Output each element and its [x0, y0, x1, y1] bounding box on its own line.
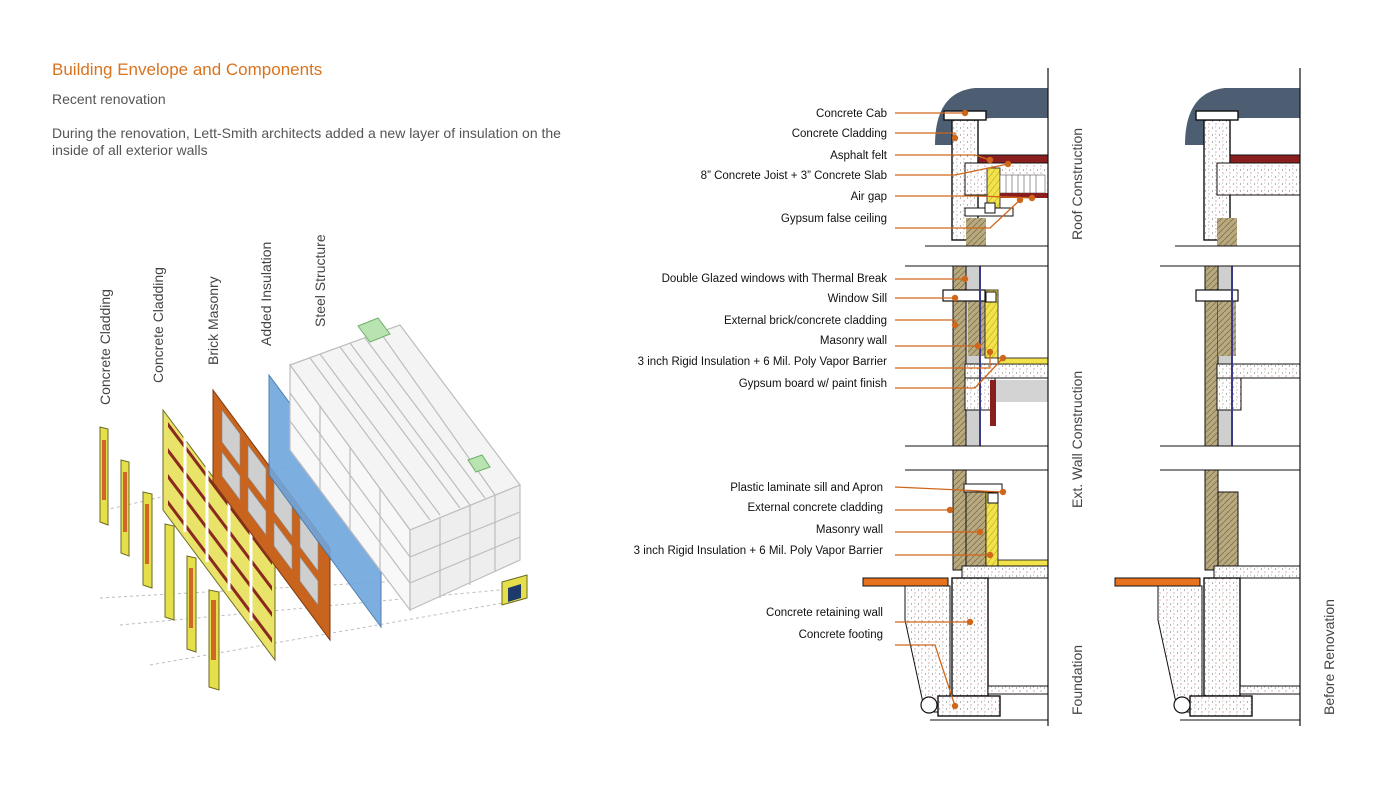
section-after-renovation	[862, 68, 1049, 726]
layer-brick-masonry	[212, 388, 331, 642]
label-air-gap: Air gap	[851, 191, 887, 203]
layer-concrete-cladding-columns	[99, 426, 220, 691]
heading-before-renovation: Before Renovation	[1321, 599, 1337, 715]
page-subtitle: Recent renovation	[52, 91, 166, 107]
lower-wall-section-before	[1114, 469, 1301, 587]
callout-labels: Concrete Cab Concrete Cladding Asphalt f…	[634, 108, 888, 641]
layer-concrete-cladding-panels	[162, 408, 276, 662]
heading-foundation: Foundation	[1069, 645, 1085, 715]
label-plastic-laminate-sill: Plastic laminate sill and Apron	[730, 482, 883, 494]
layer-label-brick-masonry: Brick Masonry	[205, 276, 221, 365]
layer-label-concrete-cladding-1: Concrete Cladding	[97, 289, 113, 405]
roof-stair-box-2	[467, 454, 491, 473]
label-asphalt-felt: Asphalt felt	[830, 150, 888, 162]
label-gypsum-false-ceiling: Gypsum false ceiling	[781, 213, 887, 225]
label-concrete-retaining-wall: Concrete retaining wall	[766, 607, 883, 619]
label-external-concrete-cladding: External concrete cladding	[747, 502, 883, 514]
roof-section-before	[1175, 88, 1301, 247]
section-before-renovation	[1114, 68, 1301, 726]
wall-section-before	[1160, 265, 1301, 447]
label-concrete-footing: Concrete footing	[799, 629, 883, 641]
label-rigid-insulation-2: 3 inch Rigid Insulation + 6 Mil. Poly Va…	[634, 545, 884, 557]
label-gypsum-board: Gypsum board w/ paint finish	[739, 378, 887, 390]
heading-ext-wall-construction: Ext. Wall Construction	[1069, 371, 1085, 508]
label-window-sill: Window Sill	[828, 293, 887, 305]
layer-label-steel-structure: Steel Structure	[312, 234, 328, 327]
entrance-portal	[501, 574, 528, 606]
foundation-section-after	[904, 577, 1049, 721]
heading-roof-construction: Roof Construction	[1069, 128, 1085, 240]
foundation-section-before	[1157, 577, 1301, 721]
page-description: During the renovation, Lett-Smith archit…	[52, 125, 561, 158]
layer-steel-structure	[289, 324, 521, 612]
roof-section-after	[925, 88, 1049, 247]
label-rigid-insulation-1: 3 inch Rigid Insulation + 6 Mil. Poly Va…	[638, 356, 888, 368]
label-concrete-cladding: Concrete Cladding	[792, 128, 887, 140]
page-title: Building Envelope and Components	[52, 60, 323, 79]
lower-wall-section-after	[862, 469, 1049, 587]
label-concrete-joist-slab: 8” Concrete Joist + 3” Concrete Slab	[701, 170, 887, 182]
label-concrete-cab: Concrete Cab	[816, 108, 887, 120]
label-double-glazed-windows: Double Glazed windows with Thermal Break	[662, 273, 888, 285]
leader-dots	[946, 109, 1036, 710]
roof-stair-box-1	[357, 317, 391, 343]
label-external-brick-cladding: External brick/concrete cladding	[724, 315, 887, 327]
wall-section-after	[905, 265, 1049, 447]
label-masonry-wall-1: Masonry wall	[820, 335, 887, 347]
exploded-axonometric: Concrete Cladding Concrete Cladding Bric…	[97, 234, 528, 691]
layer-label-added-insulation: Added Insulation	[258, 242, 274, 346]
layer-label-concrete-cladding-2: Concrete Cladding	[150, 267, 166, 383]
label-masonry-wall-2: Masonry wall	[816, 524, 883, 536]
